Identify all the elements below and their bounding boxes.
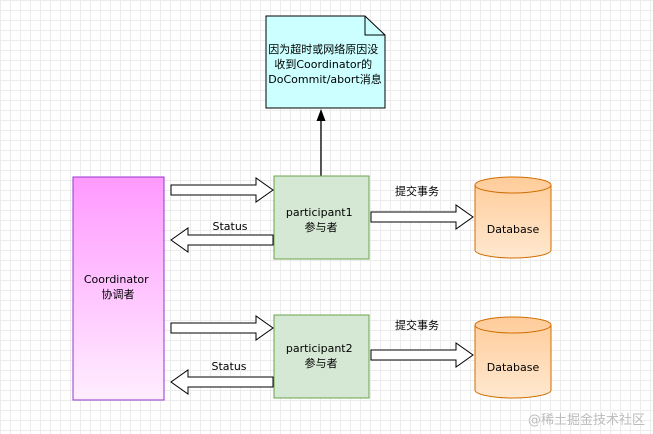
participant1-box: participant1 参与者 xyxy=(273,175,370,260)
arrow-coordinator-to-participant2 xyxy=(170,315,274,341)
coordinator-box: Coordinator 协调者 xyxy=(72,176,165,401)
arrow-participant1-to-note xyxy=(316,109,326,176)
participant2-label: participant2 xyxy=(286,342,353,355)
commit-label-2: 提交事务 xyxy=(395,318,439,332)
svg-text:participant2 参与者: participant2 参与者 xyxy=(286,342,356,370)
note-line-1: 因为超时或网络原因没 xyxy=(268,42,378,56)
status-label-2: Status xyxy=(211,360,246,373)
database-1-label: Database xyxy=(487,223,540,236)
arrow-coordinator-to-participant1 xyxy=(170,177,274,203)
svg-text:因为超时或网络原因没 收到Coordinator: 因为超时或网络原因没 收到Coordinator的 DoCommit/abort… xyxy=(268,42,382,86)
status-label-1: Status xyxy=(212,220,247,233)
participant1-sublabel: 参与者 xyxy=(305,220,338,234)
database-1: Database xyxy=(474,176,552,259)
database-2-label: Database xyxy=(487,361,540,374)
participant2-sublabel: 参与者 xyxy=(305,356,338,370)
participant1-label: participant1 xyxy=(286,206,353,219)
coordinator-sublabel: 协调者 xyxy=(102,287,135,301)
coordinator-label: Coordinator xyxy=(84,273,149,286)
arrow-participant2-to-database2 xyxy=(370,342,474,368)
watermark: @稀土掘金技术社区 xyxy=(527,413,645,428)
note-line-3: DoCommit/abort消息 xyxy=(268,72,381,86)
arrow-participant1-to-coordinator xyxy=(170,227,274,253)
participant2-box: participant2 参与者 xyxy=(273,314,370,399)
arrow-participant1-to-database1 xyxy=(370,204,474,230)
database-2: Database xyxy=(474,316,552,399)
svg-text:participant1 参与者: participant1 参与者 xyxy=(286,206,356,234)
commit-label-1: 提交事务 xyxy=(395,184,439,198)
svg-text:Coordinator 协调者: Coordinator 协调者 xyxy=(84,273,152,301)
timeout-note: 因为超时或网络原因没 收到Coordinator的 DoCommit/abort… xyxy=(265,15,386,109)
note-line-2: 收到Coordinator的 xyxy=(274,57,372,71)
arrow-participant2-to-coordinator xyxy=(170,369,274,395)
